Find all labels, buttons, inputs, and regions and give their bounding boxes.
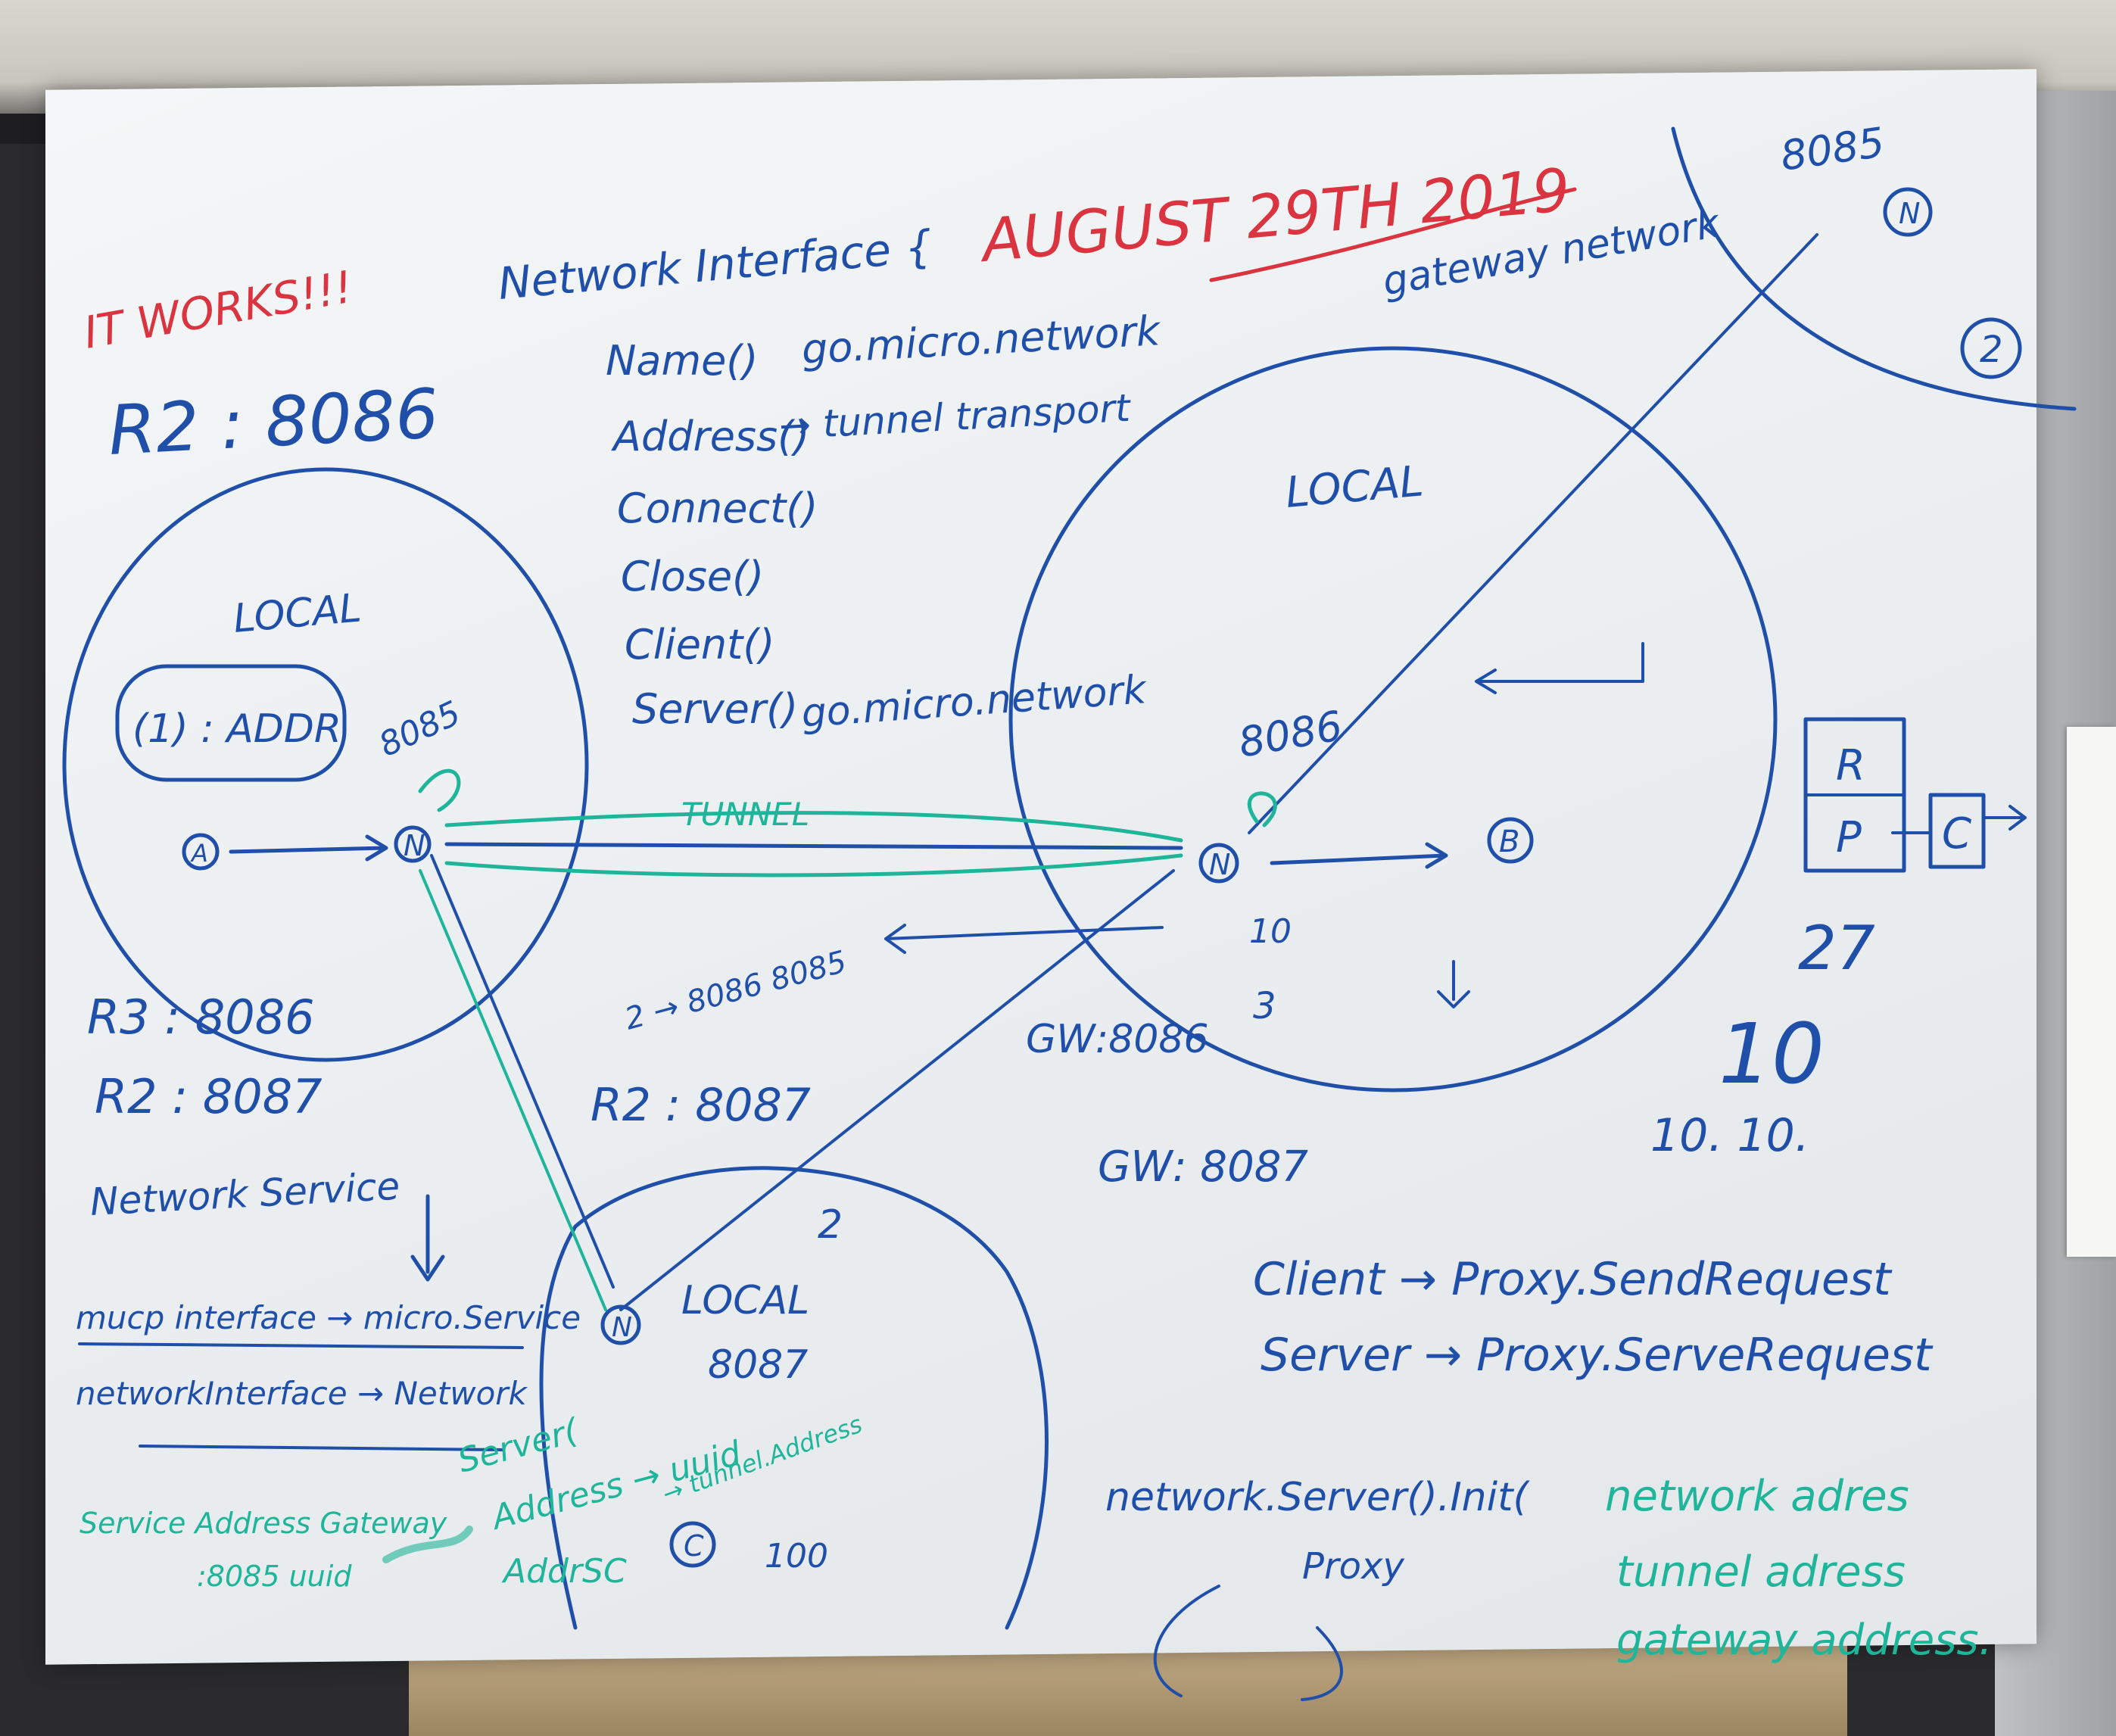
network-service-lines (78, 1342, 524, 1451)
network-service-arrow (410, 1194, 445, 1282)
right-loop (1247, 791, 1277, 827)
method-name-note: go.micro.network (800, 307, 1163, 373)
right-node-circle (1198, 843, 1239, 884)
rp-c-text: C (1942, 809, 1971, 859)
label-3: 3 (1253, 985, 1276, 1027)
node-a-text: A (190, 839, 208, 868)
teal-smudge (382, 1526, 473, 1563)
network-init-text: network.Server().Init( (1105, 1475, 1530, 1520)
network-interface-text: Network Interface { (496, 220, 934, 310)
corner-node-circle (1883, 187, 1933, 237)
method-client: Client() (625, 621, 774, 669)
corner-node-text: N (1899, 197, 1920, 230)
corner-two-circle (1960, 317, 2022, 379)
node-c-text: C (684, 1529, 704, 1563)
rpc-27-text: 27 (1798, 913, 1875, 983)
node-b-text: B (1499, 824, 1519, 859)
right-local-text: LOCAL (1284, 457, 1426, 518)
right-to-bottom-line (619, 869, 1175, 1311)
teal-network-address: network adres (1605, 1472, 1909, 1521)
gw2-text: GW: 8087 (1098, 1142, 1308, 1192)
rp-r-text: R (1836, 741, 1865, 790)
tunnel-line-bottom (444, 853, 1183, 877)
left-to-bottom-teal (419, 869, 607, 1311)
proxy-client-text: Client → Proxy.SendRequest (1253, 1253, 1893, 1306)
method-address: Address() (611, 413, 809, 460)
left-local-text: LOCAL (232, 585, 363, 642)
tunnel-line-mid (444, 842, 1183, 850)
bottom-port-text: 8087 (708, 1342, 808, 1388)
routes-text: 2 → 8086 8085 (622, 944, 850, 1036)
teal-gateway-address: gateway address. (1616, 1616, 1992, 1665)
c-box (1928, 793, 1986, 869)
method-server-note: go.micro.network (800, 667, 1149, 737)
r3-text: R3 : 8086 (87, 990, 315, 1045)
date-underline (1209, 187, 1577, 282)
rpc-10-10-text: 10. 10. (1650, 1109, 1809, 1162)
bottom-node-circle (600, 1304, 641, 1345)
node-c-circle (669, 1521, 716, 1568)
addr-box-text: (1) : ADDR (132, 706, 341, 752)
left-loop (418, 768, 461, 812)
label-100: 100 (765, 1537, 828, 1575)
tunnel-text: TUNNEL (681, 796, 809, 833)
right-local-circle (1008, 346, 1778, 1092)
corner-diagonal (1248, 233, 1818, 834)
paper-sheet (2067, 727, 2116, 1257)
method-connect: Connect() (617, 485, 818, 532)
n-to-b-arrow (1270, 842, 1448, 869)
r2-top-text: R2 : 8086 (107, 374, 441, 471)
a-to-n-arrow (229, 834, 388, 862)
left-node-circle (394, 825, 432, 863)
method-server: Server() (632, 685, 798, 733)
network-service-line2: networkInterface → Network (76, 1375, 528, 1412)
right-node-text: N (1209, 848, 1230, 881)
middle-r2-text: R2 : 8087 (591, 1079, 811, 1132)
teal-note-line1: Service Address Gateway (79, 1507, 447, 1540)
it-works-text: IT WORKS!!! (80, 261, 357, 359)
back-arrow (884, 924, 1164, 954)
left-node-text: N (404, 829, 425, 862)
rpc-arrows (1891, 805, 2027, 834)
addr-box (115, 664, 347, 782)
proxy-server-text: Server → Proxy.ServeRequest (1261, 1329, 1934, 1382)
method-address-note: → tunnel transport (778, 386, 1133, 448)
rpc-10-text: 10 (1719, 1005, 1825, 1102)
r2-bottom-text: R2 : 8087 (95, 1069, 323, 1124)
network-service-line1: mucp interface → micro.Service (76, 1299, 581, 1336)
server-teal-text: Server( (454, 1411, 584, 1481)
method-close: Close() (621, 553, 764, 600)
gw1-text: GW:8086 (1026, 1017, 1209, 1062)
bottom-local-circle (539, 1166, 1049, 1630)
node-b-circle (1487, 817, 1534, 864)
bottom-two-text: 2 (818, 1202, 843, 1248)
network-service-heading: Network Service (89, 1164, 401, 1224)
rp-p-text: P (1836, 813, 1862, 862)
label-10: 10 (1249, 912, 1292, 951)
method-name: Name() (606, 337, 758, 385)
left-local-circle (62, 467, 589, 1062)
down-arrow (1437, 960, 1470, 1008)
inner-arrow (1475, 642, 1644, 694)
bottom-local-text: LOCAL (681, 1278, 809, 1323)
left-to-bottom-line (430, 854, 615, 1289)
corner-arc (1671, 126, 2077, 411)
tunnel-line-top (444, 811, 1183, 843)
addrsc-text: AddrSC (501, 1552, 627, 1591)
bottom-node-text: N (612, 1312, 632, 1343)
corner-two-text: 2 (1980, 329, 2003, 371)
teal-tunnel-address: tunnel adress (1616, 1547, 1906, 1597)
corner-port-text: 8085 (1778, 118, 1887, 180)
proxy-bracket (1153, 1585, 1344, 1701)
node-a-circle (182, 833, 220, 871)
right-port-text: 8086 (1235, 702, 1345, 767)
left-port-text: 8085 (373, 693, 466, 765)
proxy-text: Proxy (1302, 1545, 1404, 1588)
teal-note-line2: :8085 uuid (197, 1560, 352, 1593)
